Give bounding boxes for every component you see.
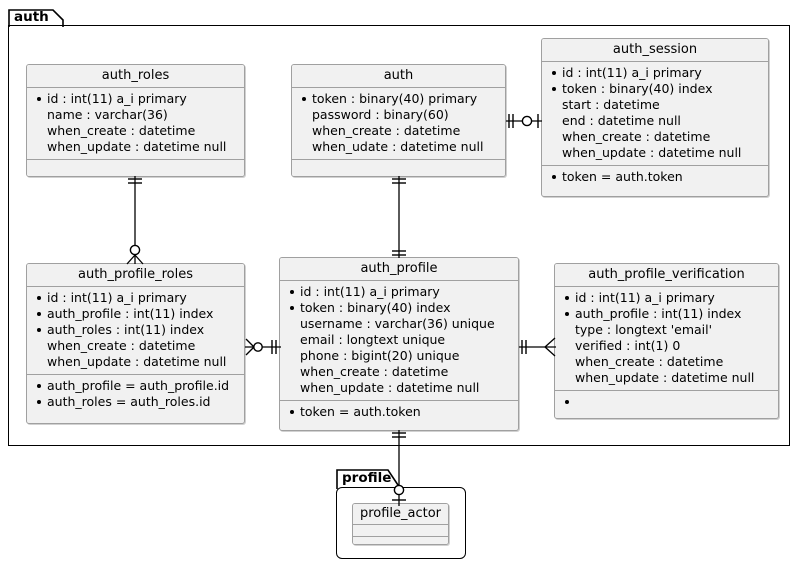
field: name : varchar(36): [47, 107, 168, 122]
footer-field: token = auth.token: [548, 169, 762, 185]
entity-auth_roles[interactable]: auth_roles id : int(11) a_i primary name…: [26, 64, 245, 177]
package-auth-tab: auth: [8, 8, 64, 27]
relationship-auth_profile-to-auth_profile_verification: [516, 332, 558, 362]
field: type : longtext 'email': [575, 322, 713, 337]
entity-auth_profile_verification-footer: [555, 391, 778, 404]
field: when_update : datetime null: [562, 145, 742, 160]
entity-auth[interactable]: auth token : binary(40) primary password…: [291, 64, 506, 177]
relationship-auth_profile_roles-to-auth_profile: [243, 332, 283, 362]
footer-field: auth_roles = auth_roles.id: [33, 394, 238, 410]
entity-auth_profile-fields: id : int(11) a_i primary token : binary(…: [280, 281, 518, 401]
entity-profile_actor[interactable]: profile_actor: [352, 503, 449, 545]
entity-profile_actor-footer: [353, 537, 448, 544]
field: when_create : datetime: [562, 129, 711, 144]
field: when_update : datetime null: [300, 380, 480, 395]
field: when_update : datetime null: [575, 370, 755, 385]
field: phone : bigint(20) unique: [300, 348, 460, 363]
field: token : binary(40) index: [548, 81, 762, 97]
entity-profile_actor-title: profile_actor: [353, 504, 448, 525]
entity-auth_profile_roles-footer: auth_profile = auth_profile.id auth_role…: [27, 375, 244, 414]
package-auth-label: auth: [14, 9, 49, 25]
relationship-auth_roles-to-auth_profile_roles: [120, 172, 150, 267]
field: email : longtext unique: [300, 332, 446, 347]
field: auth_profile : int(11) index: [33, 306, 238, 322]
field: auth_roles : int(11) index: [33, 322, 238, 338]
field: start : datetime: [562, 97, 660, 112]
field: id : int(11) a_i primary: [548, 65, 762, 81]
entity-auth_profile_verification-title: auth_profile_verification: [555, 264, 778, 287]
field: when_create : datetime: [47, 123, 196, 138]
entity-auth_roles-fields: id : int(11) a_i primary name : varchar(…: [27, 88, 244, 160]
relationship-auth-to-auth_profile: [384, 172, 414, 262]
field: password : binary(60): [312, 107, 449, 122]
package-profile-label: profile: [342, 470, 392, 486]
entity-auth-footer: [292, 160, 505, 176]
field: id : int(11) a_i primary: [561, 290, 772, 306]
footer-field: auth_profile = auth_profile.id: [33, 378, 238, 394]
field: id : int(11) a_i primary: [286, 284, 512, 300]
entity-auth_profile_roles[interactable]: auth_profile_roles id : int(11) a_i prim…: [26, 263, 245, 424]
field: when_create : datetime: [300, 364, 449, 379]
entity-auth_session-footer: token = auth.token: [542, 166, 768, 189]
field: username : varchar(36) unique: [300, 316, 495, 331]
entity-auth_profile_verification-fields: id : int(11) a_i primary auth_profile : …: [555, 287, 778, 391]
entity-auth_profile_verification[interactable]: auth_profile_verification id : int(11) a…: [554, 263, 779, 419]
entity-auth_profile-title: auth_profile: [280, 258, 518, 281]
field: id : int(11) a_i primary: [33, 91, 238, 107]
field: token : binary(40) primary: [298, 91, 499, 107]
entity-auth_session-title: auth_session: [542, 39, 768, 62]
entity-profile_actor-fields: [353, 525, 448, 537]
entity-auth-fields: token : binary(40) primary password : bi…: [292, 88, 505, 160]
entity-auth_session-fields: id : int(11) a_i primary token : binary(…: [542, 62, 768, 166]
field: when_update : datetime null: [47, 139, 227, 154]
field: id : int(11) a_i primary: [33, 290, 238, 306]
entity-auth-title: auth: [292, 65, 505, 88]
footer-field: token = auth.token: [286, 404, 512, 420]
entity-auth_roles-title: auth_roles: [27, 65, 244, 88]
field: when_update : datetime null: [47, 354, 227, 369]
field: end : datetime null: [562, 113, 681, 128]
entity-auth_profile-footer: token = auth.token: [280, 401, 518, 424]
field: token : binary(40) index: [286, 300, 512, 316]
field: verified : int(1) 0: [575, 338, 681, 353]
field: when_create : datetime: [47, 338, 196, 353]
entity-auth_session[interactable]: auth_session id : int(11) a_i primary to…: [541, 38, 769, 197]
entity-auth_profile[interactable]: auth_profile id : int(11) a_i primary to…: [279, 257, 519, 431]
entity-auth_roles-footer: [27, 160, 244, 176]
field: when_create : datetime: [575, 354, 724, 369]
package-profile-tab: profile: [336, 468, 402, 489]
relationship-auth_profile-to-profile_actor: [384, 426, 414, 510]
entity-auth_profile_roles-title: auth_profile_roles: [27, 264, 244, 287]
field: auth_profile : int(11) index: [561, 306, 772, 322]
entity-auth_profile_roles-fields: id : int(11) a_i primary auth_profile : …: [27, 287, 244, 375]
relationship-auth-to-auth_session: [500, 106, 548, 136]
field: when_udate : datetime null: [312, 139, 484, 154]
field: when_create : datetime: [312, 123, 461, 138]
